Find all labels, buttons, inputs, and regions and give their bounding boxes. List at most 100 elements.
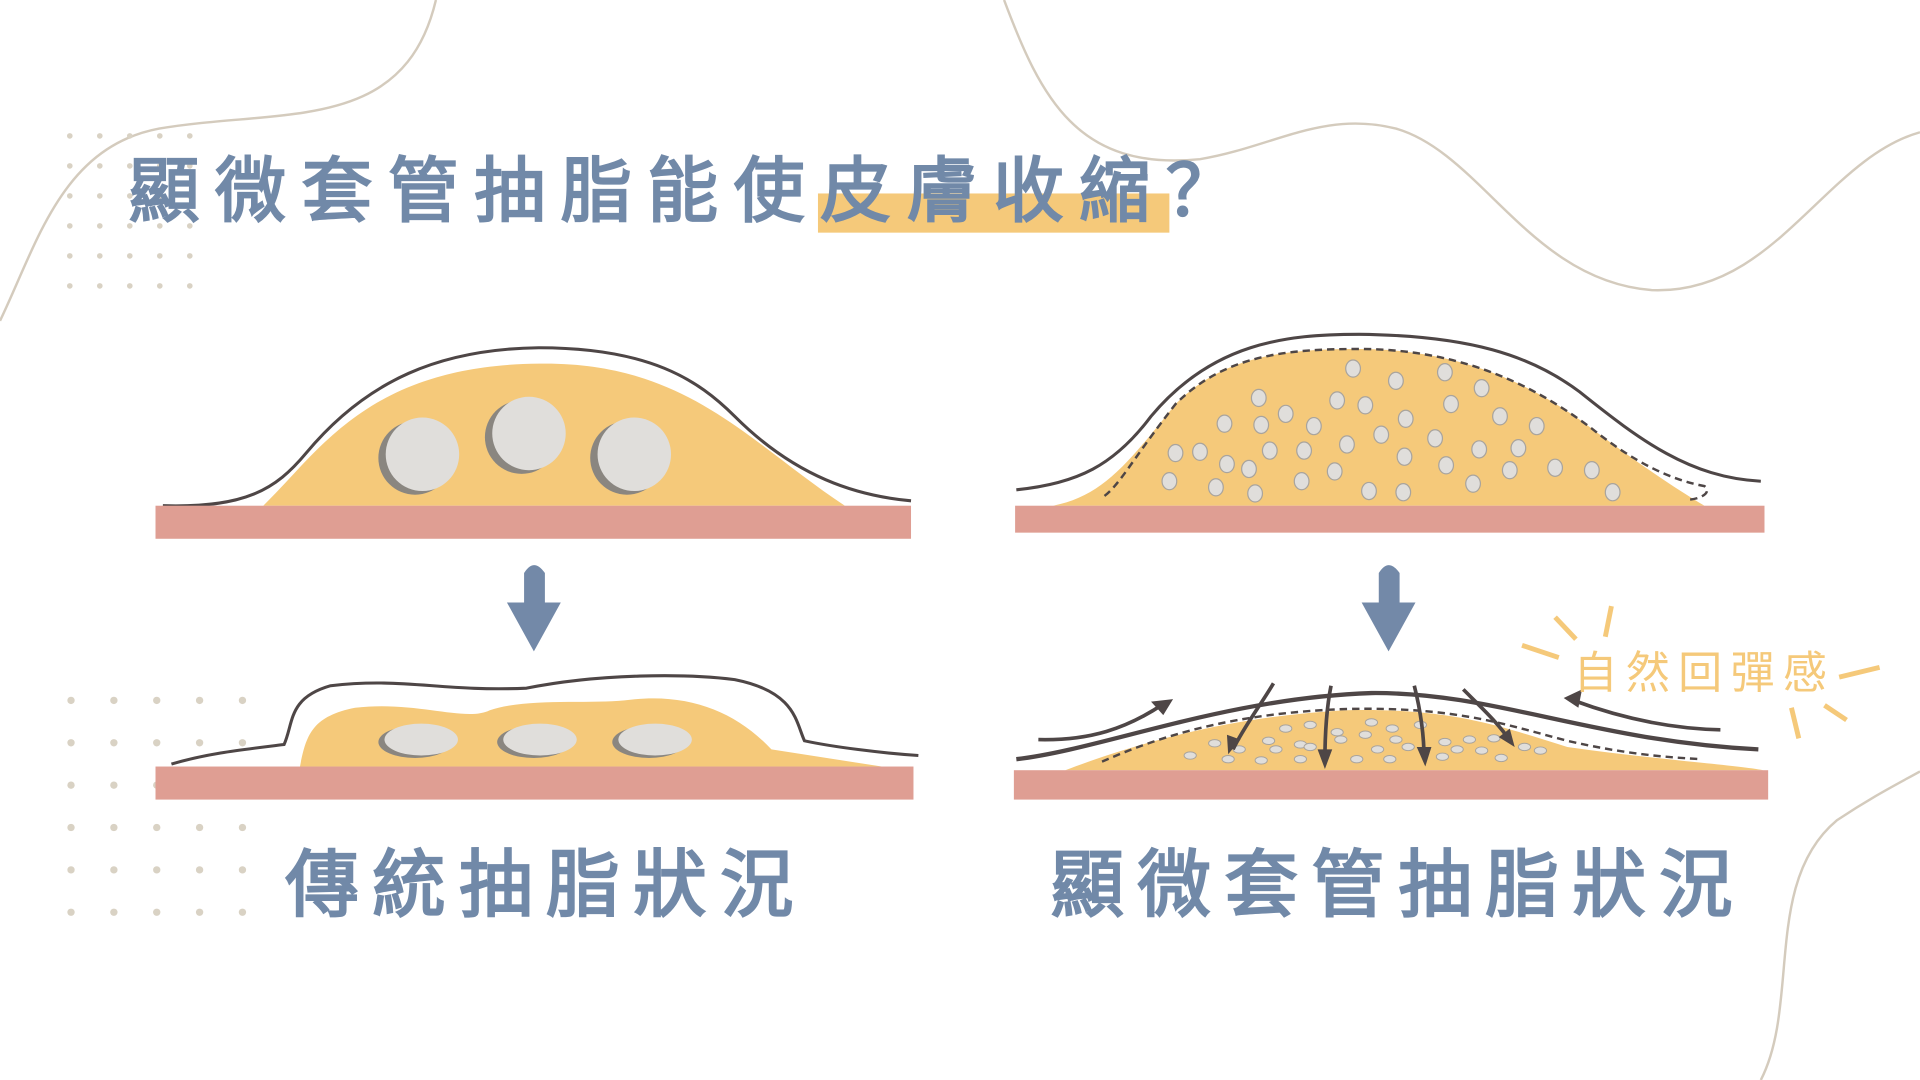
decor-dot	[153, 823, 161, 832]
fat-cells-large	[378, 396, 672, 495]
fat-cell	[1296, 441, 1313, 460]
fat-dashed-outline	[1103, 347, 1709, 501]
fat-cell	[1396, 447, 1413, 466]
decor-curve-top-right	[1002, 0, 1920, 292]
fat-cell	[1192, 442, 1208, 462]
down-arrow-icon	[506, 565, 561, 652]
fat-cell	[1216, 414, 1233, 433]
decor-dot	[153, 696, 161, 705]
down-arrow-icon	[1361, 565, 1416, 652]
decor-dot	[96, 223, 103, 229]
decor-dot	[153, 739, 161, 747]
decor-dot	[67, 696, 75, 705]
fat-dashed-outline	[1101, 707, 1703, 763]
fat-cell	[1438, 737, 1452, 747]
decor-dot	[67, 823, 75, 832]
decor-dot	[195, 866, 204, 874]
decor-dot	[67, 739, 75, 747]
decor-dot	[238, 739, 247, 747]
decor-dot	[96, 283, 103, 289]
decor-dot	[110, 739, 118, 747]
fat-cell	[1183, 751, 1197, 760]
fat-cell	[1427, 429, 1444, 448]
fat-cell	[1517, 742, 1532, 752]
decor-dot	[110, 866, 118, 874]
fat-cell	[1277, 404, 1294, 424]
decor-dot	[156, 223, 163, 229]
decor-dot	[195, 823, 204, 832]
decor-dot	[126, 283, 133, 289]
fat-cell	[1329, 391, 1346, 410]
fat-cell	[1241, 459, 1257, 479]
fat-cell	[1501, 461, 1518, 480]
fat-cell	[1293, 472, 1310, 491]
decor-dot	[195, 739, 204, 747]
fat-cell	[1389, 735, 1403, 744]
fat-cell	[1207, 478, 1224, 497]
decor-dot	[126, 133, 133, 139]
fat-cell	[1401, 742, 1415, 752]
decor-dot	[126, 193, 133, 199]
decor-dot	[238, 696, 247, 705]
decor-dot	[96, 193, 103, 199]
fat-cell	[1261, 441, 1278, 460]
fat-cell	[1161, 472, 1178, 491]
decor-dot	[156, 163, 163, 169]
fat-cell	[1279, 724, 1293, 733]
fat-cell	[1528, 416, 1545, 436]
decor-dot	[156, 133, 163, 139]
muscle-band	[1015, 505, 1765, 533]
fat-cell	[1436, 363, 1453, 382]
skin-outline	[1016, 332, 1761, 492]
fat-layer	[1065, 710, 1764, 771]
skin-outline	[170, 674, 919, 766]
decor-dot	[66, 283, 73, 289]
fat-cell	[1475, 746, 1489, 755]
decor-dot	[238, 908, 247, 916]
decor-dot	[110, 908, 118, 916]
fat-cell	[1465, 474, 1482, 493]
decor-dot	[238, 866, 247, 874]
arrowheads	[1151, 689, 1583, 769]
label-traditional: 傳統抽脂狀況	[284, 843, 793, 928]
fat-cell	[1261, 736, 1276, 745]
decor-dot	[186, 133, 193, 139]
fat-cell	[1326, 462, 1343, 481]
fat-cell	[1305, 416, 1322, 436]
decor-dot	[67, 866, 75, 874]
decor-dot	[66, 253, 73, 259]
decor-dot	[96, 253, 103, 259]
fat-cell	[1357, 396, 1374, 415]
decor-dot	[186, 223, 193, 229]
fat-cell	[1547, 458, 1564, 477]
fat-cell	[1370, 745, 1385, 754]
decor-curve-top-left	[0, 0, 438, 322]
decor-dot	[186, 283, 193, 289]
decor-dot	[195, 696, 204, 705]
decor-dot	[156, 193, 163, 199]
fat-cell	[1383, 755, 1397, 764]
fat-cell	[1250, 388, 1267, 408]
fat-cell	[1438, 456, 1455, 475]
decor-dot	[153, 908, 161, 916]
fat-cell	[1373, 425, 1390, 444]
decor-dot	[126, 253, 133, 259]
fat-cell	[1487, 734, 1501, 743]
fat-cell	[1494, 753, 1508, 763]
fat-cell	[1269, 745, 1283, 754]
microcannula-before	[1015, 332, 1765, 533]
fat-cells-small	[1161, 359, 1621, 503]
fat-cell	[1604, 483, 1621, 502]
decor-dot	[156, 253, 163, 259]
decor-dot	[186, 193, 193, 199]
fat-cell	[1492, 407, 1508, 426]
fat-cell	[1583, 461, 1600, 480]
fat-cell	[1361, 481, 1377, 501]
fat-cell	[1254, 756, 1268, 765]
fat-cell	[1350, 755, 1364, 764]
decor-dot	[153, 866, 161, 874]
muscle-band	[155, 505, 912, 539]
fat-cell	[1293, 755, 1308, 764]
traditional-after	[155, 674, 919, 800]
